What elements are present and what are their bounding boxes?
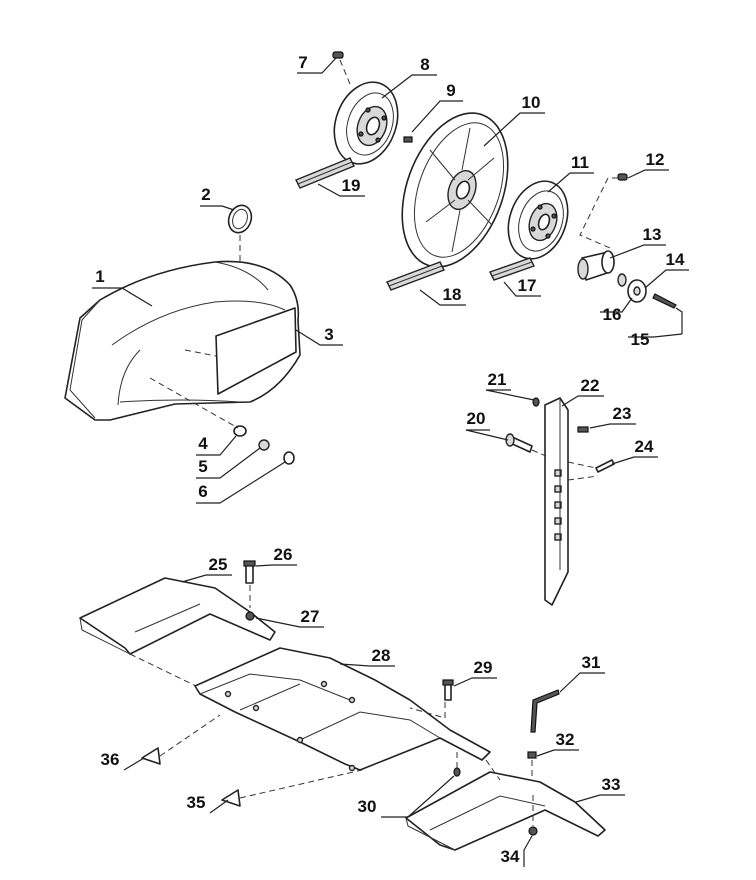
callout-33: 33: [602, 775, 621, 794]
callout-27: 27: [301, 607, 320, 626]
o-ring: [227, 204, 253, 262]
reflector-36: [141, 714, 221, 765]
callout-5: 5: [198, 457, 207, 476]
hub-sleeve: [577, 250, 615, 281]
washer: [149, 377, 247, 437]
belt-19: [295, 157, 355, 189]
adjustment-bar: [544, 397, 569, 606]
callout-25: 25: [209, 555, 228, 574]
nut-30: [453, 752, 461, 777]
callout-11: 11: [571, 153, 589, 172]
callout-7: 7: [298, 53, 307, 72]
bolt-29: [409, 679, 454, 719]
callout-22: 22: [581, 376, 600, 395]
callout-18: 18: [443, 285, 462, 304]
nut-27: [245, 611, 255, 621]
callout-13: 13: [643, 225, 662, 244]
callout-26: 26: [274, 545, 293, 564]
nut-21: [532, 397, 540, 407]
reflector-35: [221, 769, 363, 807]
large-pulley: [401, 112, 509, 268]
callout-14: 14: [666, 250, 685, 269]
hex-key: [530, 689, 560, 733]
screw-top: [332, 51, 351, 85]
screw-right: [579, 173, 628, 249]
rear-shield: [405, 771, 606, 851]
callout-35: 35: [187, 793, 206, 812]
flat-washer: [627, 279, 647, 303]
assembly-guide: [129, 653, 197, 687]
key: [403, 136, 413, 143]
callout-36: 36: [101, 750, 120, 769]
callout-9: 9: [446, 81, 455, 100]
callout-17: 17: [518, 276, 537, 295]
callout-10: 10: [522, 93, 541, 112]
callout-34: 34: [501, 847, 520, 866]
callout-32: 32: [556, 730, 575, 749]
front-shield: [79, 577, 276, 655]
callout-16: 16: [603, 305, 622, 324]
callout-2: 2: [201, 185, 210, 204]
callout-8: 8: [420, 55, 429, 74]
belt-17: [489, 257, 535, 281]
lock-washer: [617, 273, 627, 287]
callout-24: 24: [635, 437, 654, 456]
spacer: [283, 451, 295, 465]
callout-19: 19: [342, 176, 361, 195]
screw-23: [577, 426, 589, 433]
bolt-26: [243, 560, 256, 608]
callout-1: 1: [95, 267, 104, 286]
belt-18: [386, 261, 445, 291]
callout-21: 21: [488, 370, 507, 389]
medium-pulley: [507, 180, 569, 260]
callout-20: 20: [467, 409, 486, 428]
callout-28: 28: [372, 646, 391, 665]
callout-12: 12: [646, 150, 665, 169]
callout-3: 3: [324, 325, 333, 344]
callout-6: 6: [198, 482, 207, 501]
middle-shield: [194, 647, 491, 772]
nut: [258, 439, 270, 451]
bolt-long: [652, 293, 683, 334]
callout-29: 29: [474, 658, 493, 677]
nut-34: [528, 795, 538, 836]
callout-4: 4: [198, 434, 208, 453]
assembly-guide: [485, 759, 501, 781]
screw-32: [527, 751, 537, 782]
callout-15: 15: [631, 330, 650, 349]
leader-lines: [92, 57, 689, 867]
cotter-pin: [567, 459, 615, 481]
callout-23: 23: [613, 404, 632, 423]
callout-31: 31: [582, 653, 601, 672]
bolt-20: [505, 433, 547, 457]
cover-plate: [184, 307, 297, 395]
callout-30: 30: [358, 797, 377, 816]
small-pulley: [333, 81, 399, 165]
